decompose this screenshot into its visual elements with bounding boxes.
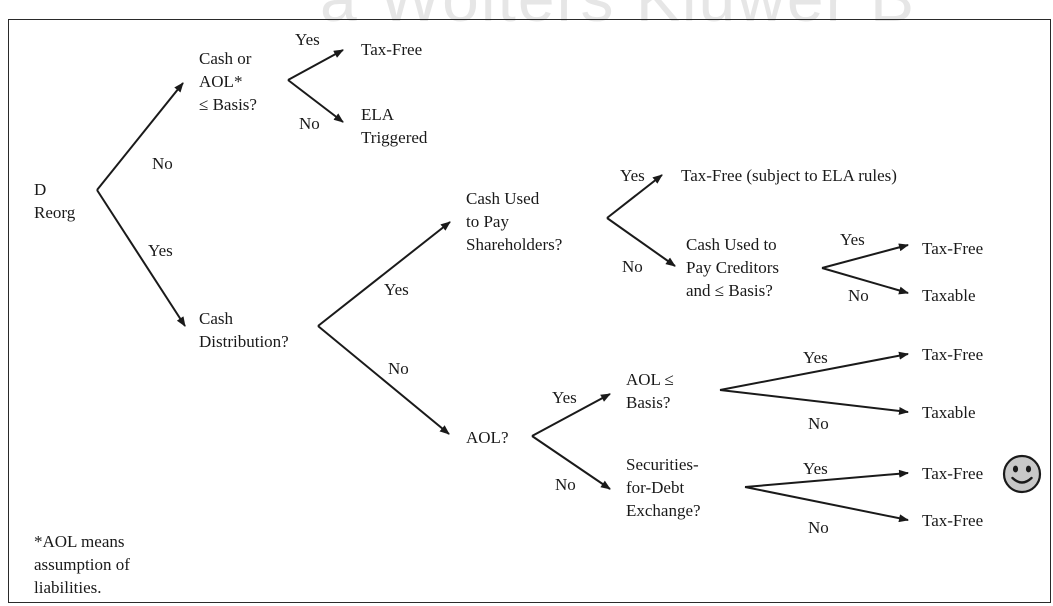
edge-secdebt-yes [744, 469, 909, 488]
node-tax-free-4: Tax-Free [922, 464, 984, 483]
node-tax-free-3: Tax-Free [922, 345, 984, 364]
edge-label-reorg-yes: Yes [148, 241, 173, 260]
node-cash-used-shareholders: Cash Used to Pay Shareholders? [466, 189, 563, 254]
edge-reorg-yes [96, 189, 186, 327]
edge-aolbasis-no [719, 389, 909, 415]
edge-label-aol-no: No [555, 475, 576, 494]
node-securities-debt: Securities- for-Debt Exchange? [626, 455, 701, 520]
footnote: *AOL means assumption of liabilities. [34, 532, 130, 597]
node-taxable-1: Taxable [922, 286, 976, 305]
edge-label-secdebt-yes: Yes [803, 459, 828, 478]
node-tax-free-2: Tax-Free [922, 239, 984, 258]
watermark: a Wolters Kluwer B [320, 0, 916, 36]
edge-aolbasis-yes [719, 351, 909, 391]
edge-label-creditors-no: No [848, 286, 869, 305]
node-aol: AOL? [466, 428, 509, 447]
figure-frame [8, 19, 1051, 603]
node-tax-free-1: Tax-Free [361, 40, 423, 59]
edge-label-shareholders-yes: Yes [620, 166, 645, 185]
node-cash-used-creditors: Cash Used to Pay Creditors and ≤ Basis? [686, 235, 780, 300]
edge-label-aolbasis-no: No [808, 414, 829, 433]
edge-aol-yes [531, 393, 611, 437]
edge-cashdist-yes [317, 221, 451, 327]
edge-label-cashdist-yes: Yes [384, 280, 409, 299]
node-tax-free-5: Tax-Free [922, 511, 984, 530]
edge-label-aol-yes: Yes [552, 388, 577, 407]
edge-creditors-no [821, 267, 909, 295]
node-d-reorg: D Reorg [34, 180, 76, 222]
edge-aol-no [531, 435, 611, 490]
edge-label-cashdist-no: No [388, 359, 409, 378]
edge-cashaol-yes [287, 49, 344, 81]
node-taxable-2: Taxable [922, 403, 976, 422]
node-cash-distribution: Cash Distribution? [199, 309, 289, 351]
edge-label-reorg-no: No [152, 154, 173, 173]
edge-secdebt-no [744, 486, 909, 523]
edge-creditors-yes [821, 243, 909, 269]
edge-label-shareholders-no: No [622, 257, 643, 276]
edge-label-aolbasis-yes: Yes [803, 348, 828, 367]
edge-reorg-no [96, 82, 184, 191]
edge-cashaol-no [287, 79, 344, 123]
edge-label-secdebt-no: No [808, 518, 829, 537]
edge-shareholders-yes [606, 174, 663, 219]
node-aol-basis: AOL ≤ Basis? [626, 370, 674, 412]
edge-cashdist-no [317, 325, 450, 435]
node-tax-free-ela: Tax-Free (subject to ELA rules) [681, 166, 897, 185]
edge-label-cashaol-no: No [299, 114, 320, 133]
edge-label-creditors-yes: Yes [840, 230, 865, 249]
edge-label-cashaol-yes: Yes [295, 30, 320, 49]
node-cash-or-aol: Cash or AOL* ≤ Basis? [199, 49, 257, 114]
node-ela-triggered: ELA Triggered [361, 105, 428, 147]
smiley-face-icon [1002, 454, 1042, 494]
edge-shareholders-no [606, 217, 676, 267]
